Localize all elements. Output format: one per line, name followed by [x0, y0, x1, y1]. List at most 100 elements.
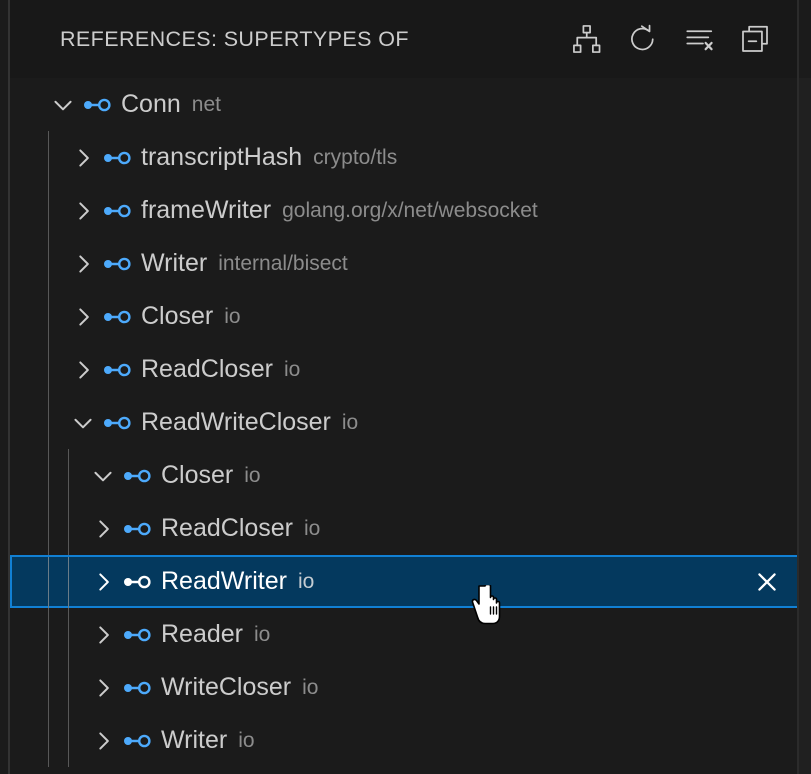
indent-guide — [48, 557, 49, 610]
indent-guide — [48, 131, 49, 184]
panel-left-border — [8, 0, 10, 774]
chevron-right-icon[interactable] — [86, 675, 120, 701]
collapse-all-icon — [739, 23, 771, 55]
tree-row-label: frameWriter — [141, 196, 272, 224]
tree-row[interactable]: frameWriter golang.org/x/net/websocket — [10, 184, 797, 237]
panel-right-gutter-top — [799, 0, 811, 78]
tree-row-label: ReadWriter — [161, 567, 287, 595]
chevron-down-icon[interactable] — [86, 463, 120, 489]
panel-title: REFERENCES: SUPERTYPES OF — [60, 26, 409, 51]
tree-row-description: io — [238, 729, 255, 752]
tree-row-description: crypto/tls — [313, 146, 398, 169]
interface-symbol-icon — [120, 729, 154, 753]
interface-symbol-icon — [100, 146, 134, 170]
chevron-right-icon[interactable] — [86, 728, 120, 754]
chevron-right-icon[interactable] — [86, 569, 120, 595]
clear-all-button[interactable] — [680, 20, 718, 58]
remove-reference-button[interactable] — [747, 562, 787, 602]
type-hierarchy-icon — [571, 23, 603, 55]
indent-guide — [48, 608, 49, 661]
tree-row-label: WriteCloser — [161, 673, 292, 701]
show-type-hierarchy-button[interactable] — [568, 20, 606, 58]
indent-guide — [68, 502, 69, 555]
tree-row-description: io — [254, 623, 271, 646]
indent-guide — [68, 449, 69, 502]
indent-guide — [48, 290, 49, 343]
indent-guide — [48, 343, 49, 396]
indent-guide — [68, 661, 69, 714]
tree-row-label: Closer — [141, 302, 214, 330]
interface-symbol-icon — [100, 411, 134, 435]
tree-row[interactable]: transcriptHash crypto/tls — [10, 131, 797, 184]
chevron-down-icon[interactable] — [46, 92, 80, 118]
indent-guide — [68, 608, 69, 661]
tree-row-description: net — [191, 93, 221, 116]
view-header: REFERENCES: SUPERTYPES OF — [10, 0, 798, 78]
tree-row[interactable]: Closer io — [10, 290, 797, 343]
tree-row-label: Writer — [141, 249, 208, 277]
interface-symbol-icon — [120, 623, 154, 647]
indent-guide — [48, 184, 49, 237]
tree-row-description: io — [304, 517, 321, 540]
tree-row-description: internal/bisect — [218, 252, 348, 275]
interface-symbol-icon — [100, 199, 134, 223]
tree-row-label: ReadCloser — [141, 355, 274, 383]
indent-guide — [48, 237, 49, 290]
chevron-down-icon[interactable] — [66, 410, 100, 436]
tree-row[interactable]: Reader io — [10, 608, 797, 661]
close-icon — [753, 568, 781, 596]
refresh-button[interactable] — [624, 20, 662, 58]
chevron-right-icon[interactable] — [66, 145, 100, 171]
interface-symbol-icon — [120, 517, 154, 541]
interface-symbol-icon — [100, 358, 134, 382]
indent-guide — [68, 714, 69, 767]
tree-row[interactable]: ReadWriter io — [10, 555, 797, 610]
indent-guide — [48, 396, 49, 449]
interface-symbol-icon — [80, 93, 114, 117]
tree-row-description: io — [244, 464, 261, 487]
chevron-right-icon[interactable] — [66, 198, 100, 224]
interface-symbol-icon — [100, 305, 134, 329]
tree-row[interactable]: Closer io — [10, 449, 797, 502]
tree-row-label: transcriptHash — [141, 143, 303, 171]
tree-row-label: ReadWriteCloser — [141, 408, 331, 436]
tree-row-label: Closer — [161, 461, 234, 489]
tree-row-description: io — [224, 305, 241, 328]
chevron-right-icon[interactable] — [86, 516, 120, 542]
indent-guide — [48, 714, 49, 767]
indent-guide — [48, 502, 49, 555]
tree-row-label: Writer — [161, 726, 228, 754]
panel-right-gutter — [799, 0, 811, 774]
tree-row[interactable]: ReadCloser io — [10, 343, 797, 396]
interface-symbol-icon — [100, 252, 134, 276]
indent-guide — [68, 557, 69, 610]
interface-symbol-icon — [120, 676, 154, 700]
tree-row[interactable]: ReadWriteCloser io — [10, 396, 797, 449]
chevron-right-icon[interactable] — [66, 304, 100, 330]
interface-symbol-icon — [120, 570, 154, 594]
chevron-right-icon[interactable] — [86, 622, 120, 648]
chevron-right-icon[interactable] — [66, 357, 100, 383]
tree-row-description: io — [341, 411, 359, 434]
collapse-all-button[interactable] — [736, 20, 774, 58]
header-actions — [568, 20, 774, 58]
indent-guide — [48, 449, 49, 502]
selection-frame-left — [10, 557, 12, 606]
panel-right-border — [797, 0, 799, 774]
indent-guide — [48, 661, 49, 714]
tree-row-description: io — [297, 570, 315, 593]
interface-symbol-icon — [120, 464, 154, 488]
tree-row[interactable]: Writer internal/bisect — [10, 237, 797, 290]
tree-row-label: Reader — [161, 620, 243, 648]
tree-row-description: golang.org/x/net/websocket — [282, 199, 538, 222]
clear-all-icon — [683, 23, 715, 55]
tree-row-label: Conn — [121, 90, 181, 118]
tree-row[interactable]: Writer io — [10, 714, 797, 767]
chevron-right-icon[interactable] — [66, 251, 100, 277]
tree-row-description: io — [284, 358, 301, 381]
